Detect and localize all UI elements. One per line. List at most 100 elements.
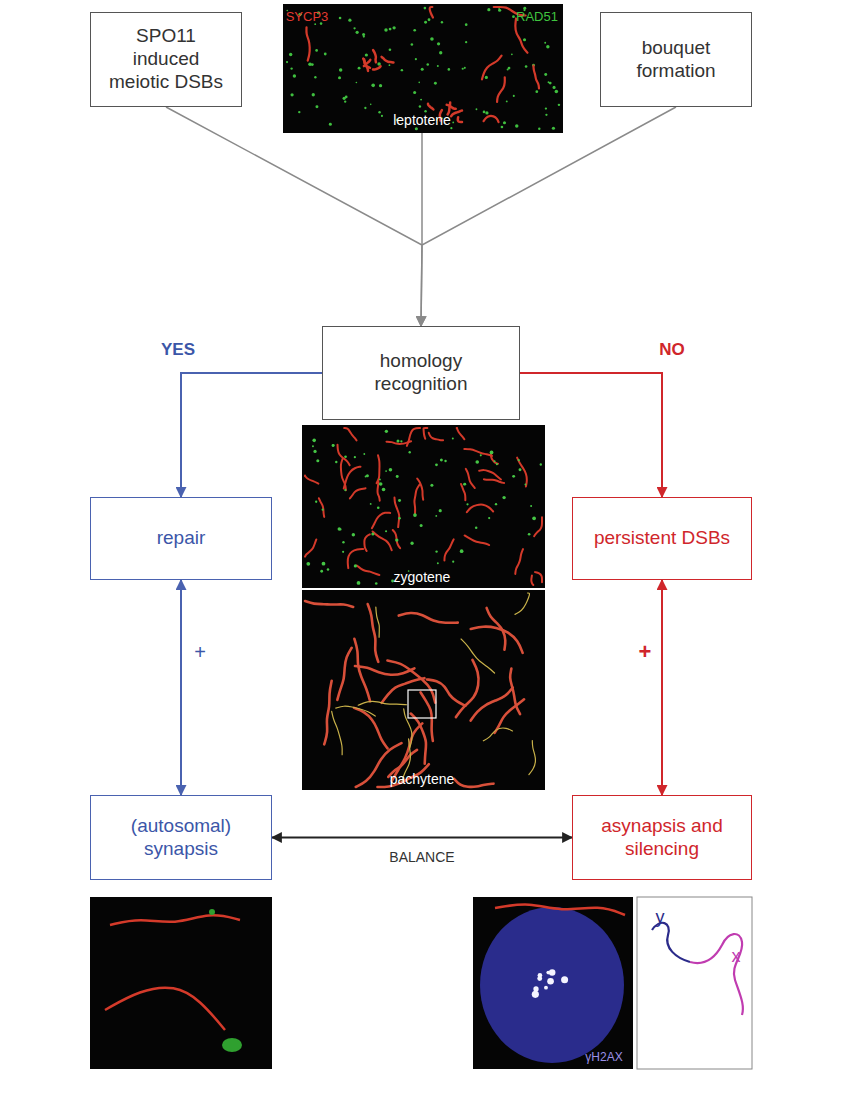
nucleus (480, 907, 624, 1063)
edge-label: YES (159, 341, 197, 360)
foci-dot (434, 82, 437, 85)
outcome-box: repair (90, 497, 272, 580)
foci-dot (377, 506, 380, 509)
foci-dot (398, 499, 401, 502)
chromosome-strand (497, 77, 505, 102)
chromosome-strand (417, 479, 423, 500)
foci-dot (525, 65, 528, 68)
foci-dot (329, 123, 332, 126)
gh2ax-micrograph (473, 897, 633, 1069)
chromosome-strand (372, 513, 390, 529)
foci-dot (335, 461, 337, 463)
foci-dot (379, 479, 381, 481)
foci-dot (400, 440, 402, 442)
chromosome-strand (535, 572, 542, 582)
chromosome-strand (423, 428, 427, 439)
foci-dot (561, 976, 568, 983)
connector-arrow (421, 107, 676, 326)
leptotene-micrograph (283, 4, 563, 133)
foci-dot (463, 483, 466, 486)
foci-dot (553, 86, 556, 89)
foci-dot (533, 986, 538, 991)
foci-dot (537, 976, 542, 981)
chromosome-strand (461, 639, 494, 673)
chromosome-strand (305, 601, 353, 607)
foci-dot (435, 550, 437, 552)
foci-dot (502, 496, 505, 499)
foci-dot (385, 470, 387, 472)
foci-dot (466, 503, 468, 505)
foci-dot (314, 76, 316, 78)
chromosome-strand (531, 575, 534, 585)
foci-dot (485, 111, 488, 114)
foci-dot (488, 517, 490, 519)
foci-dot (420, 99, 422, 101)
foci-dot (418, 82, 420, 84)
edge-label: + (637, 640, 654, 664)
foci-dot (324, 53, 327, 56)
foci-dot (332, 444, 335, 447)
foci-dot (544, 986, 548, 990)
foci-dot (441, 21, 443, 23)
edge-label: + (192, 641, 208, 663)
stage-label: zygotene (394, 570, 451, 585)
connector-arrow (181, 373, 322, 497)
chromosome-strand (363, 59, 368, 71)
foci-dot (452, 438, 454, 440)
foci-dot (464, 67, 466, 69)
connector-arrow (272, 836, 572, 838)
foci-dot (413, 513, 417, 517)
foci-dot (370, 104, 372, 106)
chromosome-strand (376, 607, 380, 637)
box-label: repair (157, 527, 206, 550)
foci-dot (344, 455, 347, 458)
pachytene-micrograph (302, 590, 545, 790)
micrograph-ground (283, 4, 563, 133)
foci-dot (532, 991, 539, 998)
foci-dot (320, 570, 323, 573)
chromosome-strand (515, 549, 523, 574)
foci-dot (462, 68, 464, 70)
foci-dot (440, 459, 443, 462)
micrograph-ground (302, 425, 545, 588)
foci-dot (298, 111, 300, 113)
foci-dot (501, 126, 504, 129)
foci-dot (311, 63, 314, 66)
foci-dot (413, 29, 416, 32)
foci-dot (356, 31, 359, 34)
chromosome-strand (479, 470, 501, 479)
chromosome-strand (399, 613, 458, 623)
outcome-box: persistent DSBs (572, 497, 752, 580)
foci-dot (513, 95, 515, 97)
foci-dot (528, 533, 531, 536)
foci-dot (495, 503, 497, 505)
decision-box: homology recognition (322, 326, 520, 420)
chromosome-strand (348, 549, 363, 568)
foci-dot (352, 533, 355, 536)
foci-dot (384, 28, 387, 31)
merge-line (421, 133, 423, 245)
chromosome-strand (357, 566, 380, 575)
foci-dot (401, 69, 403, 71)
chromosome-strand (373, 66, 381, 69)
foci-dot (547, 978, 554, 985)
foci-dot (343, 97, 346, 100)
foci-dot (485, 76, 488, 79)
foci-dot (512, 475, 515, 478)
chromosome-strand (364, 534, 370, 551)
foci-dot (348, 19, 351, 22)
foci-dot (365, 53, 368, 56)
foci-dot (549, 82, 552, 85)
foci-dot (371, 532, 374, 535)
stain-label: γH2AX (585, 1051, 622, 1064)
foci-dot (452, 122, 454, 124)
foci-dot (545, 114, 547, 116)
foci-dot (444, 460, 446, 462)
chromosome-strand (482, 56, 502, 80)
foci-dot (437, 65, 439, 67)
stain-label: RAD51 (516, 10, 558, 24)
foci-dot (494, 460, 496, 462)
synapsis-micrograph (90, 897, 272, 1069)
foci-dot (410, 542, 413, 545)
foci-dot (544, 73, 547, 76)
